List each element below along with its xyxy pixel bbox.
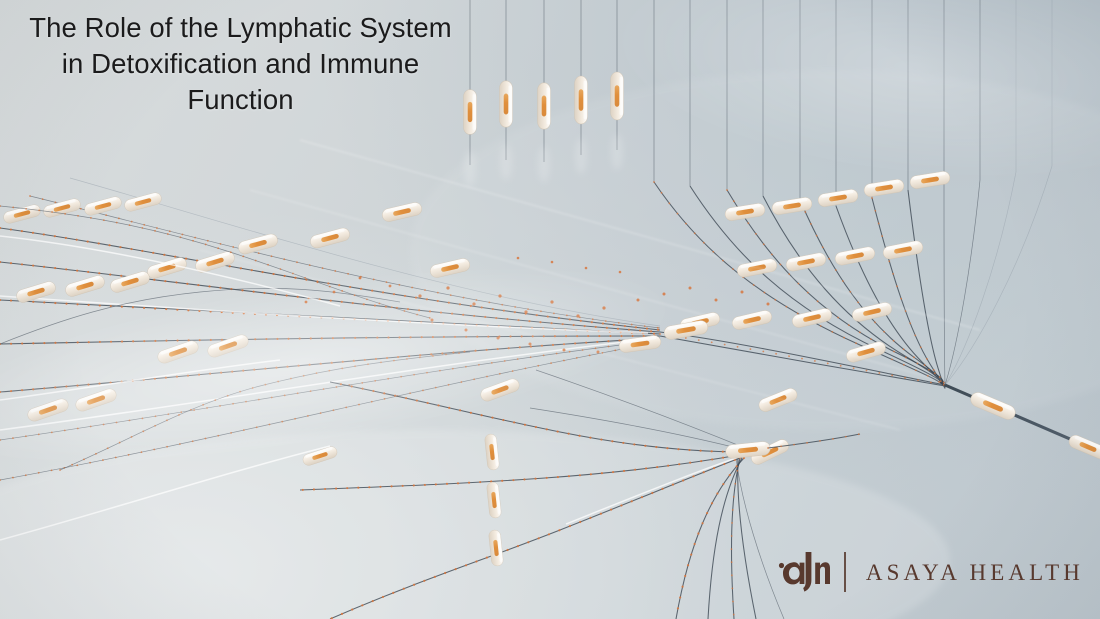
hanging-capsule-row (462, 71, 625, 186)
top-drop-strands (469, 0, 1053, 206)
title-block: The Role of the Lymphatic System in Deto… (18, 10, 463, 117)
left-capsule-field (0, 190, 522, 567)
light-streaks (199, 139, 981, 431)
central-convergence-fan (0, 177, 662, 481)
brand-name: ASAYA HEALTH (865, 559, 1084, 585)
brand-lockup[interactable]: ASAYA HEALTH (774, 547, 1084, 597)
brand-divider (844, 552, 846, 592)
asaya-health-monogram-icon (779, 552, 831, 592)
right-convergence-strands (653, 165, 1053, 389)
page-title: The Role of the Lymphatic System in Deto… (29, 12, 452, 115)
dot-cloud (304, 256, 770, 354)
lower-radiating-fan (298, 369, 861, 619)
